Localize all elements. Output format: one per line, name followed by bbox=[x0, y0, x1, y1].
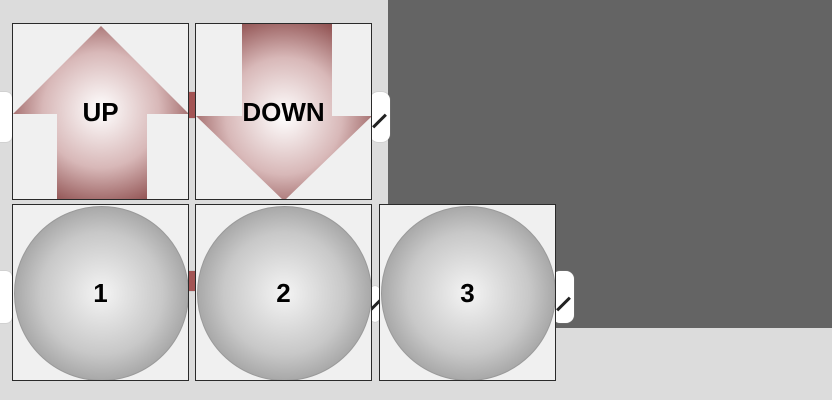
down-arrow-icon bbox=[196, 24, 371, 199]
number-2-button[interactable]: 2 bbox=[195, 204, 372, 381]
up-button[interactable]: UP bbox=[12, 23, 189, 200]
down-button[interactable]: DOWN bbox=[195, 23, 372, 200]
number-1-label: 1 bbox=[93, 277, 108, 308]
hidden-pill-right-mid bbox=[368, 286, 383, 322]
up-button-label: UP bbox=[82, 96, 119, 127]
number-2-label: 2 bbox=[276, 277, 291, 308]
circle-icon bbox=[381, 206, 555, 380]
hidden-pill-right-top bbox=[370, 92, 390, 142]
hidden-pill-right-bottom bbox=[552, 271, 574, 323]
number-3-label: 3 bbox=[460, 277, 475, 308]
hidden-pill-left-bottom bbox=[0, 271, 12, 323]
hidden-pill-left-top bbox=[0, 92, 12, 142]
circle-icon bbox=[197, 206, 371, 380]
number-3-button[interactable]: 3 bbox=[379, 204, 556, 381]
number-1-button[interactable]: 1 bbox=[12, 204, 189, 381]
up-arrow-icon bbox=[13, 26, 188, 199]
down-button-label: DOWN bbox=[242, 96, 325, 127]
circle-icon bbox=[14, 206, 188, 380]
